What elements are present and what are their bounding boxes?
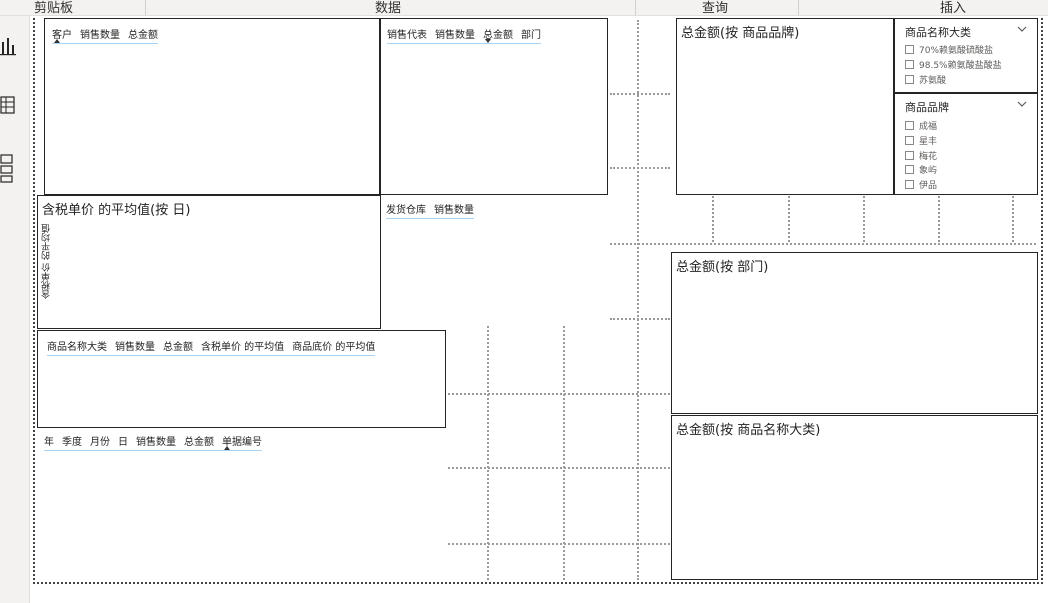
total-by-category-chart[interactable]: 总金额(按 商品名称大类) <box>671 415 1038 580</box>
checkbox[interactable] <box>905 60 914 69</box>
category-slicer[interactable]: 商品名称大类 70%赖氨酸硫酸盐 98.5%赖氨酸盐酸盐 苏氨酸 <box>894 18 1038 93</box>
column-header-warehouse[interactable]: 发货仓库 <box>386 205 426 216</box>
date-detail-table-visual[interactable]: 年 季度 月份 日 销售数量 总金额 单据编号 <box>40 428 446 578</box>
slicer-option[interactable]: 梅花 <box>905 149 937 162</box>
ribbon-group-data[interactable]: 数据 <box>375 1 402 16</box>
table-header-row: 客户 销售数量 总金额 <box>52 26 158 44</box>
layout-guide <box>563 326 565 580</box>
view-switcher <box>0 16 30 603</box>
column-header-month[interactable]: 月份 <box>90 437 110 448</box>
slicer-option[interactable]: 98.5%赖氨酸盐酸盐 <box>905 58 1002 71</box>
data-view-icon[interactable] <box>0 94 18 116</box>
slicer-option[interactable]: 成福 <box>905 119 937 132</box>
column-header-sales-qty[interactable]: 销售数量 <box>115 342 155 353</box>
layout-guide <box>448 543 670 545</box>
checkbox[interactable] <box>905 121 914 130</box>
customer-table-visual[interactable]: 客户 销售数量 总金额 <box>44 18 380 195</box>
layout-guide <box>863 196 865 242</box>
chart-title: 总金额(按 商品品牌) <box>681 26 800 41</box>
report-page <box>33 18 1043 584</box>
slicer-option-label: 70%赖氨酸硫酸盐 <box>919 46 994 56</box>
checkbox[interactable] <box>905 180 914 189</box>
column-header-avg-base-price[interactable]: 商品底价 的平均值 <box>292 342 376 353</box>
slicer-title: 商品名称大类 <box>905 26 971 39</box>
layout-guide <box>788 196 790 242</box>
slicer-option[interactable]: 伊品 <box>905 178 937 191</box>
column-header-avg-unit-price[interactable]: 含税单价 的平均值 <box>201 342 285 353</box>
column-header-sales-qty[interactable]: 销售数量 <box>80 30 120 41</box>
slicer-option[interactable]: 星丰 <box>905 134 937 147</box>
column-header-category[interactable]: 商品名称大类 <box>47 342 107 353</box>
column-header-customer[interactable]: 客户 <box>52 26 72 43</box>
chart-title: 含税单价 的平均值(按 日) <box>42 203 191 218</box>
layout-guide <box>637 20 639 580</box>
layout-guide <box>448 393 670 395</box>
checkbox[interactable] <box>905 165 914 174</box>
ribbon-divider <box>145 0 146 15</box>
slicer-option-label: 伊品 <box>919 181 938 191</box>
table-header-row: 年 季度 月份 日 销售数量 总金额 单据编号 <box>44 433 262 451</box>
report-canvas[interactable]: 客户 销售数量 总金额 销售代表 销售数量 总金额 部门 总金额(按 商品品牌)… <box>30 16 1048 603</box>
slicer-option-label: 象屿 <box>919 166 938 176</box>
ribbon-divider <box>798 0 799 15</box>
layout-guide <box>610 318 670 320</box>
column-header-year[interactable]: 年 <box>44 437 54 448</box>
column-header-day[interactable]: 日 <box>118 437 128 448</box>
layout-guide <box>610 167 670 169</box>
slicer-option-label: 98.5%赖氨酸盐酸盐 <box>919 61 1002 71</box>
column-header-department[interactable]: 部门 <box>521 30 541 41</box>
chart-title: 总金额(按 部门) <box>676 260 769 275</box>
warehouse-table-visual[interactable]: 发货仓库 销售数量 <box>382 195 610 325</box>
column-header-total-amount[interactable]: 总金额 <box>184 437 214 448</box>
slicer-option-label: 苏氨酸 <box>919 76 947 86</box>
ribbon-divider <box>635 0 636 15</box>
layout-guide <box>712 196 714 242</box>
chevron-down-icon[interactable] <box>1017 24 1027 34</box>
slicer-option[interactable]: 苏氨酸 <box>905 73 946 86</box>
column-header-sales-qty[interactable]: 销售数量 <box>435 30 475 41</box>
slicer-option[interactable]: 象屿 <box>905 163 937 176</box>
ribbon-group-clipboard[interactable]: 剪贴板 <box>34 1 74 16</box>
checkbox[interactable] <box>905 75 914 84</box>
brand-slicer[interactable]: 商品品牌 成福 星丰 梅花 象屿 伊品 <box>894 93 1038 195</box>
column-header-total-amount[interactable]: 总金额 <box>163 342 193 353</box>
column-header-total-amount[interactable]: 总金额 <box>128 30 158 41</box>
total-by-brand-chart[interactable]: 总金额(按 商品品牌) <box>676 18 894 195</box>
layout-guide <box>1012 196 1014 242</box>
ribbon-group-query[interactable]: 查询 <box>702 1 729 16</box>
slicer-option-label: 梅花 <box>919 152 938 162</box>
slicer-option-label: 星丰 <box>919 137 938 147</box>
column-header-sales-rep[interactable]: 销售代表 <box>387 30 427 41</box>
layout-guide <box>448 467 670 469</box>
category-table-visual[interactable]: 商品名称大类 销售数量 总金额 含税单价 的平均值 商品底价 的平均值 <box>37 330 446 428</box>
checkbox[interactable] <box>905 136 914 145</box>
table-header-row: 销售代表 销售数量 总金额 部门 <box>387 26 541 44</box>
table-header-row: 发货仓库 销售数量 <box>386 201 474 219</box>
slicer-option-label: 成福 <box>919 122 938 132</box>
report-view-icon[interactable] <box>0 36 18 58</box>
ribbon: 剪贴板 数据 查询 插入 <box>0 0 1048 16</box>
sales-rep-table-visual[interactable]: 销售代表 销售数量 总金额 部门 <box>380 18 608 195</box>
layout-guide <box>610 243 1036 245</box>
slicer-option[interactable]: 70%赖氨酸硫酸盐 <box>905 43 993 56</box>
avg-unit-price-by-day-chart[interactable]: 含税单价 的平均值(按 日) 含税单价 的平均值 <box>37 195 381 329</box>
layout-guide <box>610 93 670 95</box>
layout-guide <box>487 326 489 580</box>
checkbox[interactable] <box>905 45 914 54</box>
column-header-total-amount[interactable]: 总金额 <box>483 26 513 43</box>
chevron-down-icon[interactable] <box>1017 99 1027 109</box>
ribbon-group-insert[interactable]: 插入 <box>940 1 967 16</box>
layout-guide <box>938 196 940 242</box>
total-by-department-chart[interactable]: 总金额(按 部门) <box>671 252 1038 414</box>
column-header-doc-number[interactable]: 单据编号 <box>222 433 262 450</box>
chart-title: 总金额(按 商品名称大类) <box>676 423 821 438</box>
model-view-icon[interactable] <box>0 154 18 183</box>
checkbox[interactable] <box>905 151 914 160</box>
table-header-row: 商品名称大类 销售数量 总金额 含税单价 的平均值 商品底价 的平均值 <box>47 338 376 356</box>
y-axis-label: 含税单价 的平均值 <box>42 224 52 299</box>
column-header-quarter[interactable]: 季度 <box>62 437 82 448</box>
column-header-sales-qty[interactable]: 销售数量 <box>136 437 176 448</box>
column-header-sales-qty[interactable]: 销售数量 <box>434 205 474 216</box>
slicer-title: 商品品牌 <box>905 101 949 114</box>
